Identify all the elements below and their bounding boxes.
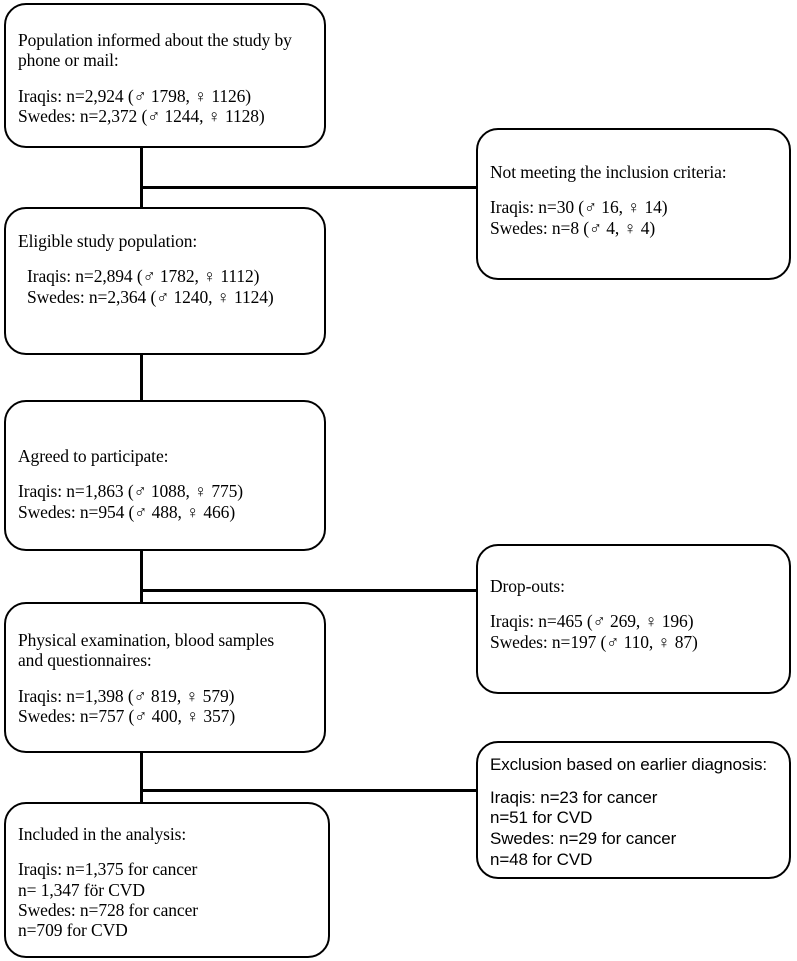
node-line: Iraqis: n=1,863 (♂ 1088, ♀ 775) (18, 481, 244, 502)
connector-branch-not-meeting (140, 186, 478, 189)
node-line: Swedes: n=197 (♂ 110, ♀ 87) (490, 631, 698, 652)
node-included-in-analysis[interactable]: Included in the analysis: Iraqis: n=1,37… (4, 802, 330, 958)
node-line: Population informed about the study by (18, 30, 292, 50)
node-line: Physical examination, blood samples (18, 630, 275, 650)
node-line: Included in the analysis: (18, 824, 187, 844)
node-line: Exclusion based on earlier diagnosis: (490, 755, 767, 774)
connector-branch-exclusion (140, 789, 478, 792)
connector-agreed-to-exam (140, 549, 143, 602)
node-agreed-to-participate[interactable]: Agreed to participate: Iraqis: n=1,863 (… (4, 400, 326, 551)
node-exclusion-earlier-diagnosis[interactable]: Exclusion based on earlier diagnosis: Ir… (476, 741, 791, 879)
connector-branch-drop-outs (140, 589, 478, 592)
node-line: Iraqis: n=30 (♂ 16, ♀ 14) (490, 197, 668, 218)
node-line: Eligible study population: (18, 231, 198, 251)
node-line: Agreed to participate: (18, 446, 169, 466)
node-line: Swedes: n=29 for cancer (490, 829, 677, 849)
node-line: Iraqis: n=2,894 (♂ 1782, ♀ 1112) (27, 266, 260, 287)
node-line: Swedes: n=757 (♂ 400, ♀ 357) (18, 705, 236, 726)
node-line: Swedes: n=2,364 (♂ 1240, ♀ 1124) (27, 286, 274, 307)
node-line: and questionnaires: (18, 650, 152, 671)
node-line: Iraqis: n=1,375 for cancer (18, 859, 198, 880)
node-line: Iraqis: n=465 (♂ 269, ♀ 196) (490, 611, 694, 632)
node-line: n=48 for CVD (490, 849, 593, 869)
node-drop-outs[interactable]: Drop-outs: Iraqis: n=465 (♂ 269, ♀ 196) … (476, 544, 791, 694)
node-not-meeting-criteria[interactable]: Not meeting the inclusion criteria: Iraq… (476, 128, 791, 280)
connector-eligible-to-agreed (140, 353, 143, 400)
node-line: n=51 for CVD (490, 808, 593, 828)
node-eligible-population[interactable]: Eligible study population: Iraqis: n=2,8… (4, 207, 326, 355)
node-line: phone or mail: (18, 50, 119, 71)
node-line: Iraqis: n=23 for cancer (490, 787, 658, 807)
node-line: Swedes: n=728 for cancer (18, 899, 198, 920)
node-population-informed[interactable]: Population informed about the study by p… (4, 3, 326, 148)
node-line: Not meeting the inclusion criteria: (490, 162, 727, 182)
node-line: Iraqis: n=1,398 (♂ 819, ♀ 579) (18, 685, 235, 706)
node-line: n= 1,347 för CVD (18, 879, 145, 900)
node-physical-examination[interactable]: Physical examination, blood samples and … (4, 602, 326, 753)
node-line: Iraqis: n=2,924 (♂ 1798, ♀ 1126) (18, 85, 252, 106)
node-line: Swedes: n=954 (♂ 488, ♀ 466) (18, 501, 236, 522)
connector-exam-to-included (140, 751, 143, 802)
node-line: Swedes: n=8 (♂ 4, ♀ 4) (490, 217, 656, 238)
connector-informed-to-eligible (140, 146, 143, 209)
node-line: Drop-outs: (490, 576, 565, 596)
node-line: Swedes: n=2,372 (♂ 1244, ♀ 1128) (18, 105, 265, 126)
node-line: n=709 for CVD (18, 920, 128, 941)
